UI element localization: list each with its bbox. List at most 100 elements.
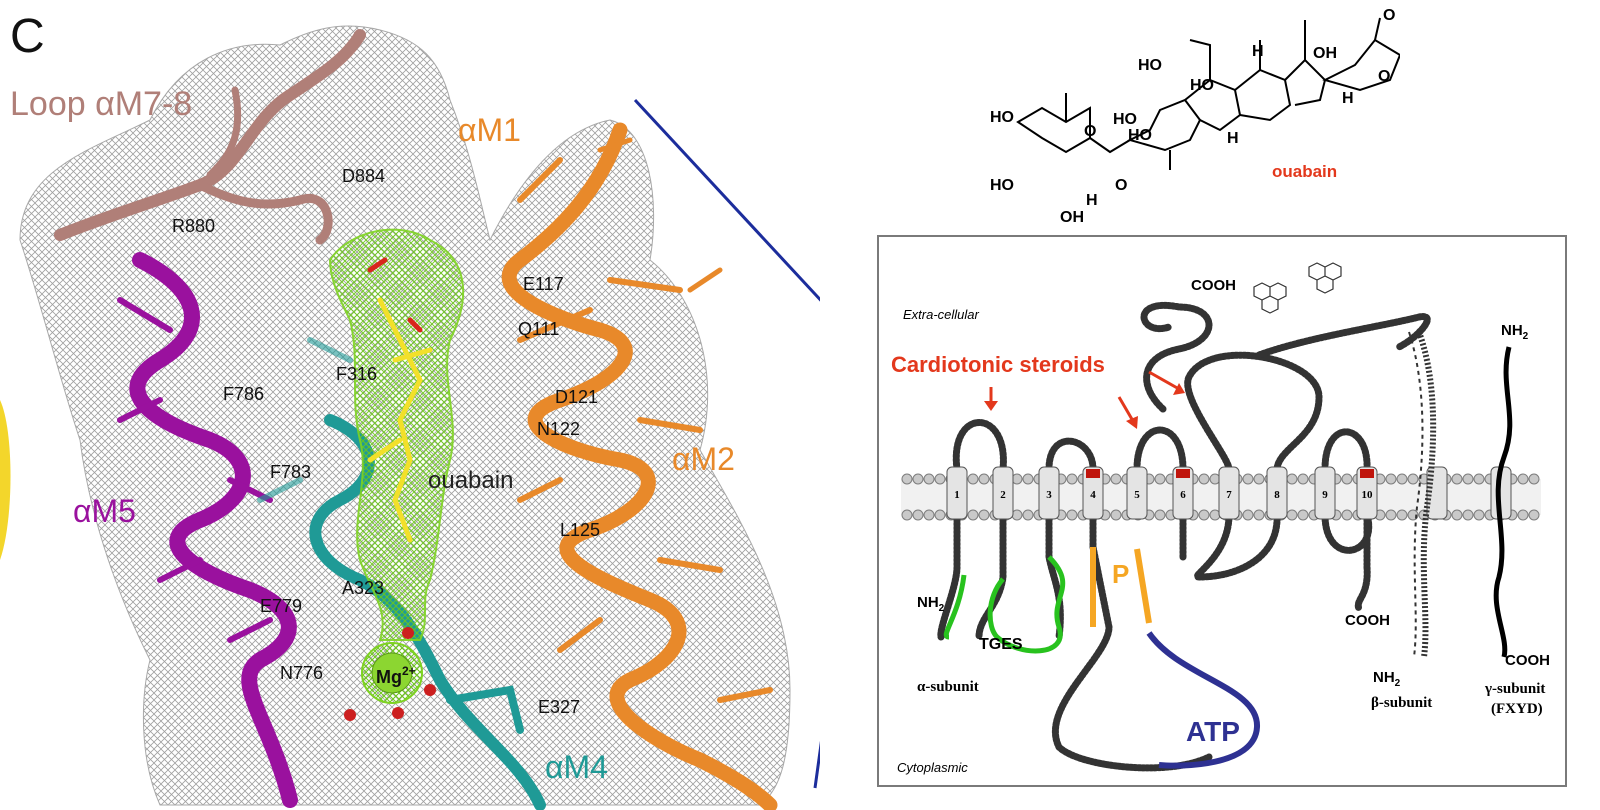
tm-segment-label: 3	[1046, 489, 1052, 501]
atom-label: HO	[1128, 127, 1152, 144]
tm-segment	[1038, 466, 1060, 520]
mg-ion	[344, 627, 436, 721]
lipid-head	[1517, 473, 1529, 485]
lipid-head	[1253, 473, 1265, 485]
lipid-head	[978, 509, 990, 521]
atom-label: H	[1227, 130, 1239, 147]
ouabain-structure-panel: HO HO OH O H O HO HO HO HO H H OH H O O …	[980, 0, 1400, 232]
lipid-head	[978, 473, 990, 485]
atom-label: H	[1086, 192, 1098, 209]
loop-label: Loop αM7-8	[10, 85, 192, 123]
ouabain-chemical-structure: HO HO OH O H O HO HO HO HO H H OH H O O …	[990, 7, 1400, 226]
cooh-top-label: COOH	[1191, 277, 1236, 294]
cytoplasmic-label: Cytoplasmic	[897, 760, 968, 775]
molecule-name: ouabain	[1272, 162, 1337, 181]
atom-label: HO	[1113, 111, 1137, 128]
atom-label: HO	[1190, 77, 1214, 94]
alpha-subunit-label: α-subunit	[917, 679, 979, 695]
tm-segment	[992, 466, 1014, 520]
lipid-head	[923, 473, 935, 485]
atom-label: HO	[990, 109, 1014, 126]
tges-domain	[943, 555, 1066, 654]
lipid-head	[1110, 509, 1122, 521]
lipid-head	[1462, 509, 1474, 521]
tm-segment-marker	[1176, 469, 1190, 478]
neighbor-domain	[0, 400, 11, 560]
residue-label: D121	[555, 387, 598, 407]
tm-segment	[1172, 466, 1194, 520]
lipid-head	[1396, 473, 1408, 485]
tm-segment	[1126, 466, 1148, 520]
tm-segment-label: 9	[1322, 489, 1328, 501]
residue-label: N776	[280, 663, 323, 683]
tm-segment-label: 4	[1090, 489, 1096, 501]
residue-label: R880	[172, 216, 215, 236]
lipid-head	[1286, 473, 1298, 485]
atp-domain	[1146, 631, 1261, 769]
tm-segment-label: 5	[1134, 489, 1140, 501]
lipid-head	[1110, 473, 1122, 485]
atom-label: HO	[990, 177, 1014, 194]
tm-segment	[1082, 466, 1104, 520]
structure-panel: C Loop αM7-8 αM1 αM2 αM5 αM4 ouabain Mg2…	[0, 10, 820, 810]
tm-segment-marker	[1360, 469, 1374, 478]
lipid-head	[1462, 473, 1474, 485]
lipid-head	[934, 473, 946, 485]
lipid-head	[1066, 509, 1078, 521]
alpha-subunit-chain	[937, 301, 1431, 772]
residue-label: E779	[260, 596, 302, 616]
helix-label-m2: αM2	[672, 441, 735, 477]
helix-label-m4: αM4	[545, 749, 608, 785]
lipid-head	[1528, 509, 1540, 521]
lipid-head	[1154, 473, 1166, 485]
lipid-head	[1253, 509, 1265, 521]
tm-segment-label: 8	[1274, 489, 1280, 501]
atom-label: O	[1383, 7, 1395, 24]
tm-segment-label: 6	[1180, 489, 1186, 501]
extracellular-label: Extra-cellular	[903, 307, 980, 322]
atom-label: O	[1115, 177, 1127, 194]
nh2-label-gamma: NH2	[1501, 322, 1529, 342]
tm-segment	[1356, 466, 1378, 520]
panel-letter: C	[10, 10, 45, 63]
cardiotonic-label: Cardiotonic steroids	[891, 352, 1105, 377]
residue-label: A323	[342, 578, 384, 598]
lipid-head	[1242, 473, 1254, 485]
residue-label: E327	[538, 697, 580, 717]
residue-labels: D884 R880 E117 Q111 F316 F786 D121 N122 …	[172, 166, 600, 717]
lipid-head	[1341, 509, 1353, 521]
lipid-head	[1154, 509, 1166, 521]
lipid-head	[1451, 509, 1463, 521]
lipid-head	[1022, 509, 1034, 521]
lipid-head	[1473, 509, 1485, 521]
structure-figure: C Loop αM7-8 αM1 αM2 αM5 αM4 ouabain Mg2…	[0, 10, 820, 810]
lipid-head	[901, 509, 913, 521]
tges-label: TGES	[979, 636, 1023, 653]
ouabain-density	[328, 228, 465, 641]
tm-segment-label: 1	[954, 489, 960, 501]
lipid-head	[934, 509, 946, 521]
tm-segment	[1218, 466, 1240, 520]
m1-m2-helix-ribbon	[501, 122, 778, 810]
atom-label: H	[1252, 43, 1264, 60]
lipid-head	[1297, 509, 1309, 521]
cooh-gamma-label: COOH	[1505, 652, 1550, 669]
lipid-head	[1385, 473, 1397, 485]
tm-segment-label: 10	[1362, 489, 1374, 501]
atom-label: H	[1342, 90, 1354, 107]
tm-segment	[1314, 466, 1336, 520]
lipid-head	[1198, 473, 1210, 485]
tm-segment-label: 2	[1000, 489, 1006, 501]
lipid-head	[967, 473, 979, 485]
residue-label: N122	[537, 419, 580, 439]
gamma-subunit-chain	[1493, 346, 1513, 658]
beta-subunit-chain-2	[1408, 331, 1424, 658]
m5-helix-ribbon	[117, 252, 298, 808]
lipid-head	[923, 509, 935, 521]
lipid-head	[967, 509, 979, 521]
ion-label: Mg2+	[376, 664, 416, 687]
lipid-head	[912, 509, 924, 521]
lipid-head	[1198, 509, 1210, 521]
